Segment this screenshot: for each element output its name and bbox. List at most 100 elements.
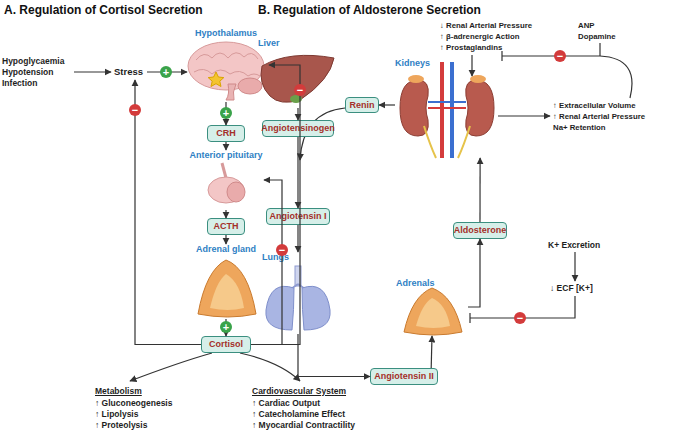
annotation-text: Hypoglycaemia (2, 56, 64, 67)
stimulate-sign: + (160, 66, 172, 78)
hormone-box: Aldosterone (453, 222, 507, 239)
hormone-name: Angiotensin II (374, 371, 434, 382)
organ-node: Lungs (262, 252, 334, 334)
annotation-text: Dopamine (578, 31, 616, 42)
lungs-illustration-part (266, 286, 294, 330)
pathway-connector (431, 336, 433, 368)
organ-node: Adrenal gland (188, 244, 264, 319)
hormone-name: Aldosterone (454, 225, 507, 236)
hormone-name: Cortisol (209, 339, 243, 350)
pathway-connector (468, 239, 480, 307)
organ-name: Adrenal gland (196, 244, 256, 255)
hormone-name: CRH (216, 128, 236, 139)
panel-title: A. Regulation of Cortisol Secretion (4, 3, 203, 18)
pathway-connector (251, 65, 300, 345)
organ-node: Adrenals (396, 278, 468, 336)
annotation-text: Na+ Retention (553, 122, 606, 133)
organ-name: Hypothalamus (195, 28, 257, 39)
pathway-connector (379, 104, 395, 105)
adrenals-illustration (404, 288, 462, 335)
kidneys-illustration-part (424, 126, 470, 158)
hormone-box: CRH (207, 125, 245, 142)
brain-illustration-part (194, 69, 260, 76)
hormone-box: Angiotensin I (266, 208, 330, 225)
pathway-arrow-part (135, 80, 201, 345)
annotation-text: ↑ Catecholamine Effect (252, 409, 345, 420)
hormone-name: Angiotensinogen (261, 123, 335, 134)
lungs-illustration-part (295, 266, 301, 286)
pathway-arrow-part (502, 56, 632, 98)
liver-illustration-part (261, 55, 334, 102)
hormone-box: Renin (345, 97, 379, 113)
hormone-box: Cortisol (201, 336, 251, 353)
annotation-text: ↑ Lipolysis (95, 409, 138, 420)
inhibit-sign: − (554, 50, 566, 62)
annotation-text: K+ Excretion (548, 240, 600, 251)
kidneys-illustration-part (440, 62, 444, 158)
pathway-connector (298, 334, 370, 377)
pathway-connector (225, 142, 226, 150)
pathway-arrow-part (501, 51, 502, 61)
pituitary-illustration-part (222, 163, 226, 178)
annotation-text: ↑ Cardiac Output (252, 398, 320, 409)
brain-illustration-part (226, 84, 236, 100)
pathway-arrow-part (574, 252, 575, 281)
pathway-connector (297, 108, 298, 120)
pathway-connector (251, 180, 282, 345)
kidneys-illustration-part (428, 107, 466, 109)
brain-illustration-part (196, 53, 258, 60)
inhibit-sign: − (129, 104, 141, 116)
annotation-text: Infection (2, 78, 37, 89)
kidneys-illustration-part (450, 62, 454, 158)
annotation-text: ↑ Gluconeogenesis (95, 398, 172, 409)
annotation-text: ↑ Renal Arterial Pressure (553, 111, 645, 122)
pathway-arrow-part (130, 353, 212, 381)
hormone-name: Renin (349, 100, 374, 111)
hormone-name: ACTH (214, 221, 239, 232)
inhibit-sign: − (276, 244, 288, 256)
organ-name: Kidneys (395, 58, 430, 69)
adrenals-illustration-part (404, 288, 462, 335)
brain-illustration (188, 42, 264, 100)
stimulate-sign: + (220, 321, 232, 333)
pathway-arrow-part (498, 115, 550, 116)
lungs-illustration-part (302, 286, 330, 330)
brain-illustration-part (238, 78, 262, 94)
annotation-text: ↑ Myocardial Contractility (252, 420, 355, 431)
hormone-name: Angiotensin I (270, 211, 327, 222)
pathway-arrow (74, 43, 632, 381)
panel-title: B. Regulation of Aldosterone Secretion (258, 3, 481, 18)
annotation-text: ↑ Proteolysis (95, 420, 147, 431)
kidneys-illustration (400, 62, 494, 158)
pathway-connector (225, 210, 226, 218)
adrenal-gland-illustration (198, 260, 256, 317)
liver-illustration (261, 55, 334, 103)
organ-node: Hypothalamus (183, 28, 269, 102)
annotation-text: ↑ Prostaglandins (440, 42, 502, 53)
brain-illustration-part (208, 72, 224, 87)
annotation-text: Cardiovascular System (252, 386, 346, 397)
adrenals-illustration-part (416, 298, 450, 328)
hormone-box: Angiotensinogen (262, 120, 334, 137)
annotation-text: ↑ β-adrenergic Action (440, 31, 519, 42)
pathway-arrow-part (471, 55, 472, 76)
pituitary-illustration (208, 163, 245, 203)
pathway-connector (479, 158, 480, 222)
annotation-text: ↑ Extracellular Volume (553, 100, 636, 111)
kidneys-illustration-part (408, 75, 424, 83)
pathway-connector (297, 137, 298, 208)
organ-node: Liver (258, 38, 338, 108)
inhibit-sign: − (514, 312, 526, 324)
stimulate-sign: + (220, 107, 232, 119)
pathway-connector (297, 225, 298, 252)
hormone-box: ACTH (207, 218, 245, 235)
lungs-illustration (266, 266, 330, 330)
annotation-text: Hypotension (2, 67, 53, 78)
annotation-text: ↓ ECF [K+] (550, 283, 593, 294)
kidneys-illustration-part (470, 75, 486, 83)
pathway-arrow-part (74, 71, 111, 72)
